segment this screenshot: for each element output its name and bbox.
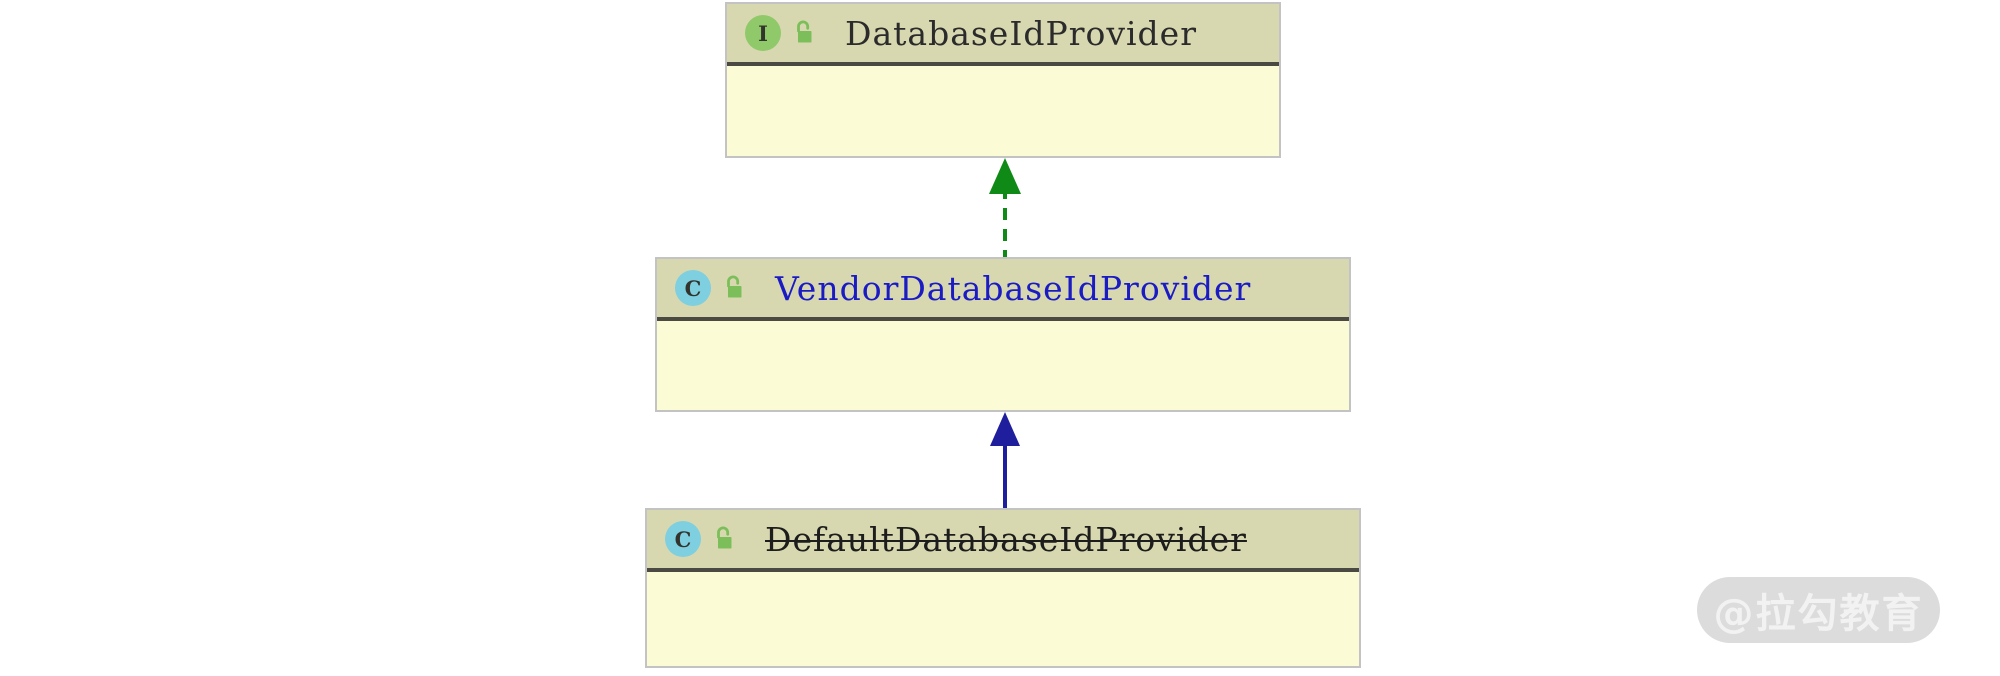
generalization-arrowhead-icon [990, 412, 1020, 446]
uml-class-box-default-database-id-provider[interactable]: C DefaultDatabaseIdProvider [645, 508, 1361, 668]
uml-class-members-compartment [727, 66, 1279, 156]
watermark-text: @拉勾教育 [1713, 591, 1924, 637]
uml-class-header: C DefaultDatabaseIdProvider [647, 510, 1359, 572]
realization-edge [989, 158, 1021, 262]
uml-class-header: C VendorDatabaseIdProvider [657, 259, 1349, 321]
open-padlock-icon [721, 273, 747, 303]
generalization-edge [990, 412, 1020, 510]
uml-class-members-compartment [647, 572, 1359, 666]
uml-class-header: I DatabaseIdProvider [727, 4, 1279, 66]
class-circle-icon: C [675, 270, 711, 306]
uml-class-name[interactable]: VendorDatabaseIdProvider [775, 268, 1252, 308]
uml-class-box-vendor-database-id-provider[interactable]: C VendorDatabaseIdProvider [655, 257, 1351, 412]
interface-circle-icon: I [745, 15, 781, 51]
uml-class-members-compartment [657, 321, 1349, 410]
open-padlock-icon [711, 524, 737, 554]
uml-class-name: DatabaseIdProvider [845, 13, 1197, 53]
class-circle-icon: C [665, 521, 701, 557]
uml-class-box-database-id-provider[interactable]: I DatabaseIdProvider [725, 2, 1281, 158]
watermark-badge: @拉勾教育 [1697, 577, 1940, 643]
realization-arrowhead-icon [989, 158, 1021, 194]
uml-class-name[interactable]: DefaultDatabaseIdProvider [765, 519, 1247, 559]
open-padlock-icon [791, 18, 817, 48]
